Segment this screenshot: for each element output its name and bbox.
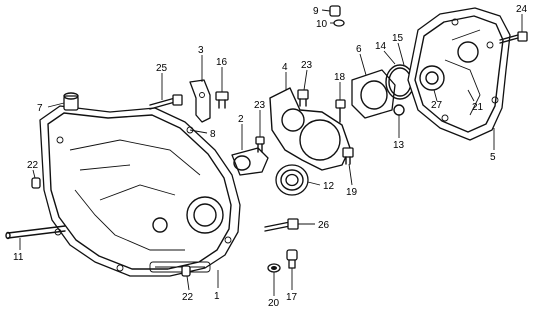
callout-11: 11: [13, 252, 24, 263]
washer-10: [333, 19, 345, 27]
dowel-pin-upper: [31, 177, 41, 189]
bolt-26: [264, 218, 299, 232]
bearing: [275, 164, 309, 196]
callout-23-right: 23: [301, 60, 313, 71]
callout-2: 2: [238, 114, 244, 125]
bolt-16: [215, 91, 229, 109]
callout-16: 16: [216, 57, 228, 68]
plug-17: [286, 249, 298, 269]
callout-20: 20: [268, 298, 280, 309]
callout-26: 26: [318, 220, 330, 231]
callout-27: 27: [431, 100, 443, 111]
callout-25: 25: [156, 63, 168, 74]
dowel-pin-lower: [181, 265, 191, 277]
callout-labels: 1 2 3 4 5 6 7 8 9 10 11 12 13 14 15 16 1…: [13, 4, 528, 309]
callout-15: 15: [392, 33, 404, 44]
callout-23-left: 23: [254, 100, 266, 111]
callout-5: 5: [490, 152, 496, 163]
callout-18: 18: [334, 72, 346, 83]
bolt-25: [149, 94, 183, 110]
bolt-23-right: [297, 89, 309, 107]
small-ring: [393, 104, 405, 116]
bolt-9: [329, 5, 341, 17]
callout-22-upper: 22: [27, 160, 39, 171]
leader-lines: [19, 9, 523, 296]
callout-9: 9: [313, 6, 319, 17]
callout-17: 17: [286, 292, 298, 303]
long-stud: [5, 225, 66, 240]
callout-10: 10: [316, 19, 328, 30]
bolt-23-left: [255, 136, 265, 153]
transmission-housing: [407, 7, 511, 141]
seal-housing: [351, 69, 396, 119]
bolt-18: [335, 99, 346, 123]
callout-4: 4: [282, 62, 288, 73]
holder: [231, 147, 269, 176]
callout-22-lower: 22: [182, 292, 194, 303]
callout-21: 21: [472, 102, 484, 113]
callout-13: 13: [393, 140, 405, 151]
callout-7: 7: [37, 103, 43, 114]
callout-12: 12: [323, 181, 335, 192]
washer-20: [267, 263, 281, 273]
clutch-housing: [39, 105, 241, 277]
bolt-24: [499, 31, 528, 44]
callout-14: 14: [375, 41, 387, 52]
callout-19: 19: [346, 187, 358, 198]
callout-3: 3: [198, 45, 204, 56]
sleeve: [63, 92, 79, 111]
callout-1: 1: [214, 291, 220, 302]
bolt-19: [342, 147, 354, 165]
bracket: [189, 79, 211, 123]
callout-24: 24: [516, 4, 528, 15]
callout-8: 8: [210, 129, 216, 140]
callout-6: 6: [356, 44, 362, 55]
